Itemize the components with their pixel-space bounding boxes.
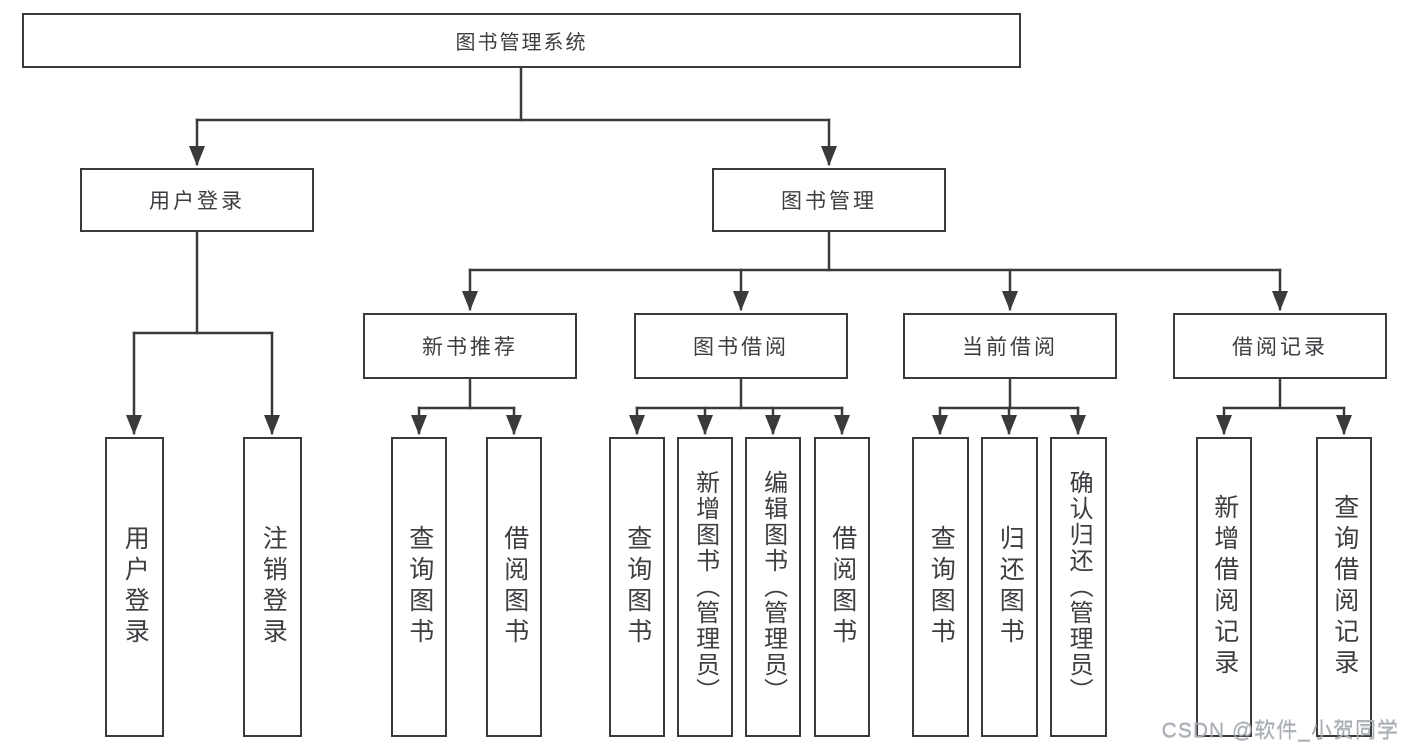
connector-new-book-rec-children <box>411 377 522 435</box>
leaf-nbr-query-books-label: 查询图书 <box>405 525 434 649</box>
node-book-borrow-label: 图书借阅 <box>693 336 789 359</box>
connector-book-borrow-children <box>629 377 850 435</box>
leaf-logout: 注销登录 <box>243 437 302 737</box>
node-user-login: 用户登录 <box>80 168 314 232</box>
leaf-bb-add-books-admin-label: 新增图书（管理员） <box>691 470 719 704</box>
csdn-watermark: CSDN @软件_小贺同学 <box>1161 719 1399 742</box>
leaf-bb-query-books-label: 查询图书 <box>623 525 652 649</box>
leaf-bb-borrow-books: 借阅图书 <box>814 437 870 737</box>
leaf-cb-confirm-return-admin: 确认归还（管理员） <box>1050 437 1107 737</box>
leaf-bb-edit-books-admin-label: 编辑图书（管理员） <box>759 470 787 704</box>
leaf-user-login: 用户登录 <box>105 437 164 737</box>
node-book-borrow: 图书借阅 <box>634 313 848 379</box>
leaf-br-query-record: 查询借阅记录 <box>1316 437 1372 737</box>
leaf-user-login-label: 用户登录 <box>121 525 150 649</box>
connector-borrow-records-children <box>1216 377 1352 435</box>
connector-root-to-level1 <box>189 66 837 166</box>
node-book-mgmt-label: 图书管理 <box>781 190 877 213</box>
node-current-borrow-label: 当前借阅 <box>962 336 1058 359</box>
leaf-nbr-query-books: 查询图书 <box>391 437 447 737</box>
node-system-root-label: 图书管理系统 <box>455 32 588 54</box>
leaf-bb-borrow-books-label: 借阅图书 <box>828 525 857 649</box>
leaf-nbr-borrow-books: 借阅图书 <box>486 437 542 737</box>
node-current-borrow: 当前借阅 <box>903 313 1117 379</box>
leaf-cb-return-books: 归还图书 <box>981 437 1038 737</box>
node-user-login-label: 用户登录 <box>149 190 245 213</box>
leaf-bb-edit-books-admin: 编辑图书（管理员） <box>745 437 801 737</box>
leaf-br-add-record-label: 新增借阅记录 <box>1210 494 1239 680</box>
node-borrow-records: 借阅记录 <box>1173 313 1387 379</box>
leaf-br-add-record: 新增借阅记录 <box>1196 437 1252 737</box>
node-new-book-rec-label: 新书推荐 <box>422 336 518 359</box>
leaf-nbr-borrow-books-label: 借阅图书 <box>500 525 529 649</box>
leaf-bb-add-books-admin: 新增图书（管理员） <box>677 437 733 737</box>
connector-book-mgmt-children <box>462 230 1288 311</box>
node-new-book-rec: 新书推荐 <box>363 313 577 379</box>
node-system-root: 图书管理系统 <box>22 13 1021 68</box>
leaf-br-query-record-label: 查询借阅记录 <box>1330 494 1359 680</box>
leaf-cb-return-books-label: 归还图书 <box>996 525 1025 649</box>
leaf-cb-confirm-return-admin-label: 确认归还（管理员） <box>1065 470 1093 704</box>
node-book-mgmt: 图书管理 <box>712 168 946 232</box>
connector-current-borrow-children <box>932 377 1086 435</box>
leaf-cb-query-books: 查询图书 <box>912 437 969 737</box>
leaf-cb-query-books-label: 查询图书 <box>927 525 956 649</box>
node-borrow-records-label: 借阅记录 <box>1232 336 1328 359</box>
leaf-bb-query-books: 查询图书 <box>609 437 665 737</box>
leaf-logout-label: 注销登录 <box>259 525 288 649</box>
connector-user-login-children <box>126 230 280 435</box>
